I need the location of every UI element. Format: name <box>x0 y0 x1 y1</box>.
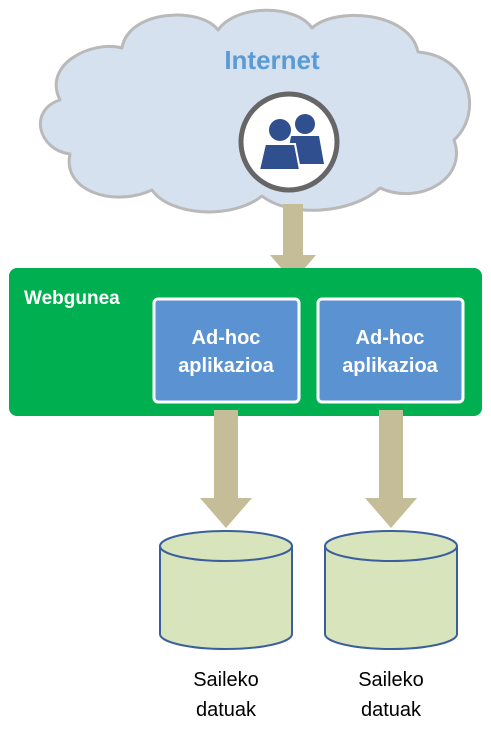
app-2-line-1: Ad-hoc <box>356 327 425 349</box>
database-2-line-2: datuak <box>361 699 422 721</box>
arrow-internet-to-website <box>270 204 316 282</box>
website-label: Webgunea <box>24 288 120 309</box>
arrow-app-2-to-database-2 <box>365 410 417 528</box>
app-1-line-2: aplikazioa <box>178 355 274 377</box>
database-1-line-1: Saileko <box>193 669 259 691</box>
app-1-line-1: Ad-hoc <box>192 327 261 349</box>
users-icon-front-head <box>267 117 293 143</box>
database-1: Saileko datuak <box>159 530 293 721</box>
internet-label: Internet <box>224 45 320 75</box>
app-box-2-rect <box>316 297 465 404</box>
database-2: Saileko datuak <box>324 530 458 721</box>
arrow-app-1-to-database-1 <box>200 410 252 528</box>
database-1-body <box>159 545 293 650</box>
app-box-1-rect <box>152 297 301 404</box>
users-icon-back-head <box>295 114 315 134</box>
app-box-2: Ad-hoc aplikazioa <box>316 297 465 404</box>
users-icon-ring <box>238 91 340 193</box>
users-icon <box>238 91 340 193</box>
website-zone: Webgunea Ad-hoc aplikazioa Ad-hoc aplika… <box>9 268 482 416</box>
database-2-top <box>324 530 458 562</box>
users-icon-front-body <box>257 143 302 171</box>
database-2-body <box>324 545 458 650</box>
database-1-line-2: datuak <box>196 699 257 721</box>
internet-cloud: Internet <box>39 8 471 214</box>
database-2-line-1: Saileko <box>358 669 424 691</box>
app-2-line-2: aplikazioa <box>342 355 438 377</box>
app-box-1: Ad-hoc aplikazioa <box>152 297 301 404</box>
database-1-top <box>159 530 293 562</box>
